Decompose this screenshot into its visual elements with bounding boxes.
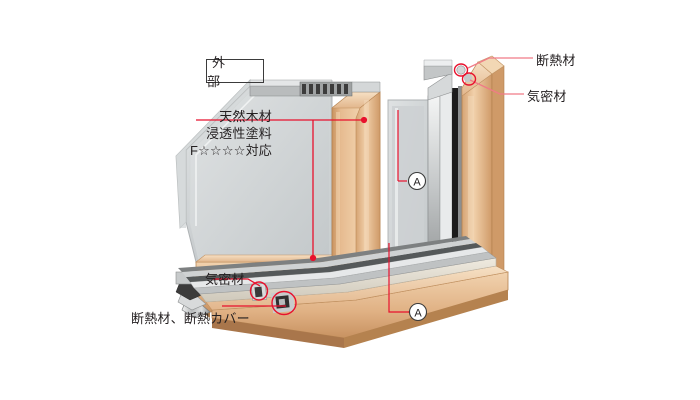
section-marker-lower-label: A — [414, 308, 422, 320]
callout-airtight-bottom-text: 気密材 — [205, 272, 245, 287]
wood-frame-right-post — [461, 55, 505, 283]
callout-natural-wood-line-1: 天然木材 — [219, 109, 272, 124]
callout-natural-wood-line-3: F☆☆☆☆対応 — [190, 143, 272, 158]
right-jamb-assembly — [423, 59, 462, 279]
section-marker-lower: A — [408, 302, 428, 322]
callout-insulation-top-text: 断熱材 — [536, 53, 576, 68]
sill-track-assembly — [178, 236, 497, 303]
callout-airtight-top: 気密材 — [527, 88, 567, 105]
section-marker-upper-label: A — [413, 177, 421, 189]
callout-insulation-cover: 断熱材、断熱カバー — [131, 310, 250, 327]
wood-stile-center — [331, 91, 381, 301]
callout-leaders — [196, 57, 533, 307]
exterior-label-badge: 外 部 — [206, 55, 264, 89]
callout-dots — [309, 116, 368, 262]
head-hardware-cutaway — [249, 79, 381, 97]
callout-insulation-cover-text: 断熱材、断熱カバー — [131, 311, 250, 326]
highlight-ellipses — [249, 63, 477, 316]
callout-natural-wood: 天然木材 浸透性塗料 F☆☆☆☆対応 — [120, 108, 272, 159]
callout-natural-wood-line-2: 浸透性塗料 — [205, 126, 272, 141]
callout-insulation-top: 断熱材 — [536, 52, 576, 69]
callout-airtight-bottom: 気密材 — [205, 271, 245, 288]
section-marker-upper: A — [407, 171, 427, 191]
top-right-seal-detail — [456, 65, 473, 83]
section-marker-leaders — [388, 110, 409, 313]
exterior-label-text: 外 部 — [207, 55, 249, 89]
bottom-left-seal-detail — [250, 282, 295, 314]
callout-airtight-top-text: 気密材 — [527, 89, 567, 104]
